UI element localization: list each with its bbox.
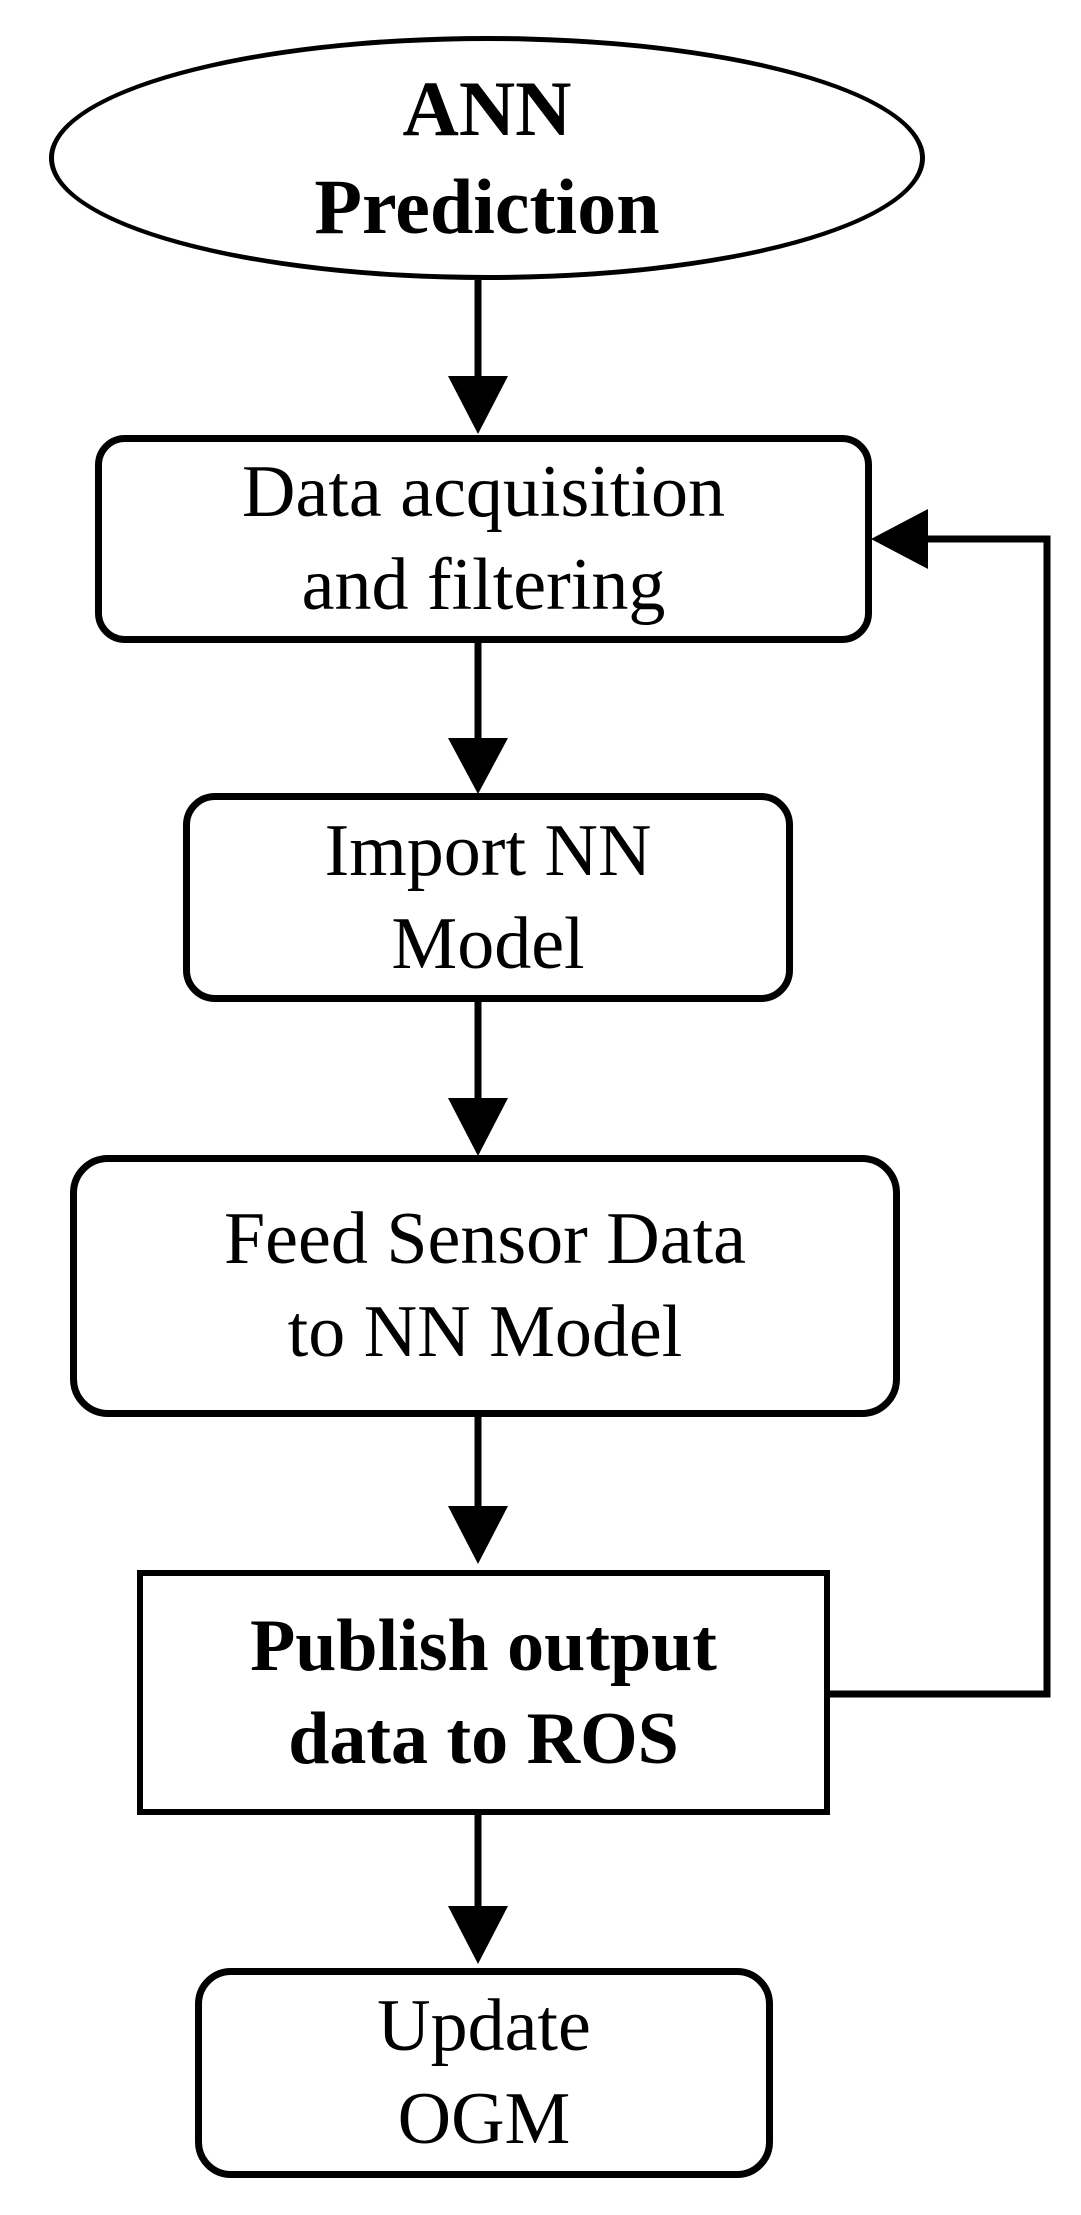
arrow-feed-sensor-to-publish — [448, 1417, 508, 1564]
feedback-loop-publish-to-data-acquisition — [827, 509, 1051, 1698]
arrow-data-acquisition-to-import — [448, 643, 508, 794]
arrow-publish-to-update-ogm — [448, 1815, 508, 1964]
node-import-nn-model-label: Import NN Model — [324, 809, 652, 985]
arrow-ann-to-data-acquisition — [448, 280, 508, 434]
node-update-ogm: Update OGM — [195, 1968, 773, 2178]
node-data-acquisition-label: Data acquisition and filtering — [242, 451, 725, 626]
node-ann-prediction-label: ANN Prediction — [314, 65, 660, 250]
node-ann-prediction: ANN Prediction — [49, 36, 925, 280]
node-feed-sensor-data-label: Feed Sensor Data to NN Model — [224, 1198, 746, 1373]
node-update-ogm-label: Update OGM — [377, 1985, 591, 2160]
node-publish-output: Publish output data to ROS — [137, 1570, 830, 1815]
node-feed-sensor-data: Feed Sensor Data to NN Model — [70, 1155, 900, 1417]
node-publish-output-label: Publish output data to ROS — [250, 1604, 717, 1780]
arrow-import-to-feed-sensor — [448, 1002, 508, 1156]
node-import-nn-model: Import NN Model — [183, 793, 793, 1002]
node-data-acquisition: Data acquisition and filtering — [95, 435, 872, 643]
